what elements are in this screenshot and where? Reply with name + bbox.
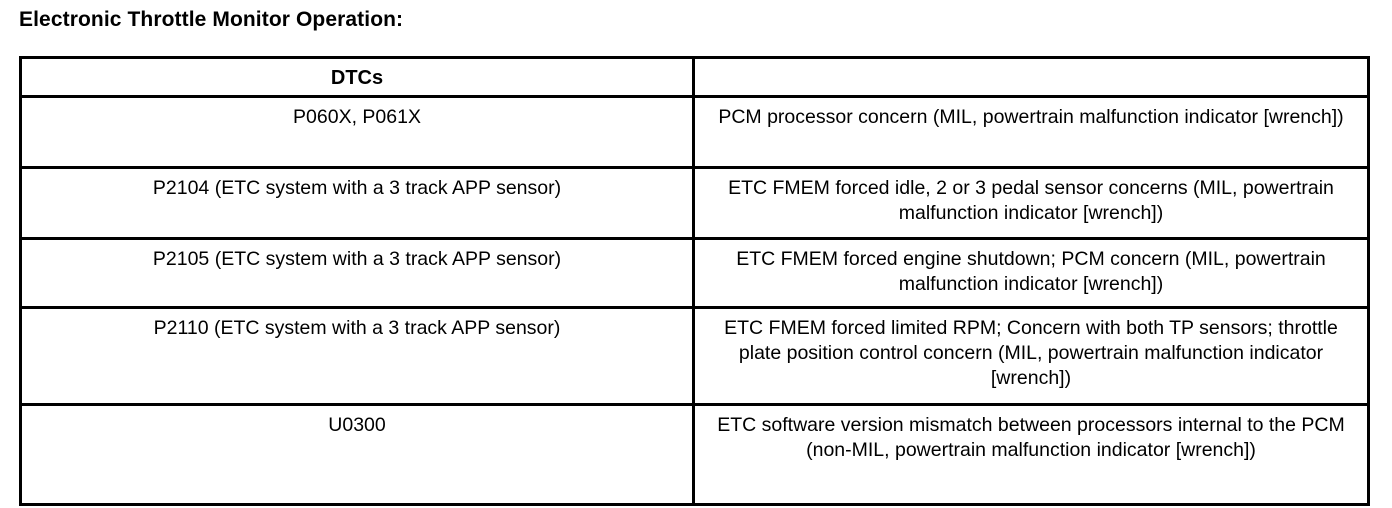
table-cell-description: ETC FMEM forced engine shutdown; PCM con… [692,237,1370,309]
dtc-description-value: ETC software version mismatch between pr… [717,414,1345,461]
dtc-code-value: P2110 (ETC system with a 3 track APP sen… [153,317,561,339]
column-header-dtcs: DTCs [330,67,384,89]
dtc-description-value: PCM processor concern (MIL, powertrain m… [718,106,1344,128]
table-cell-description: ETC FMEM forced idle, 2 or 3 pedal senso… [692,166,1370,240]
dtc-code-value: P2104 (ETC system with a 3 track APP sen… [152,177,562,199]
page-title: Electronic Throttle Monitor Operation: [19,8,404,31]
table-cell-description: ETC software version mismatch between pr… [692,403,1370,506]
table-cell-dtcs: P2110 (ETC system with a 3 track APP sen… [19,306,695,406]
dtc-code-value: P2105 (ETC system with a 3 track APP sen… [152,248,562,270]
table-row: P2110 (ETC system with a 3 track APP sen… [19,306,1370,406]
table-cell-dtcs: P2105 (ETC system with a 3 track APP sen… [19,237,695,309]
table-header-cell-dtcs: DTCs [19,56,695,98]
table-row: P060X, P061X PCM processor concern (MIL,… [19,95,1370,169]
table-cell-description: ETC FMEM forced limited RPM; Concern wit… [692,306,1370,406]
dtc-table: DTCs P060X, P061X PCM processor concern … [19,56,1370,506]
table-row: U0300 ETC software version mismatch betw… [19,403,1370,506]
table-cell-description: PCM processor concern (MIL, powertrain m… [692,95,1370,169]
table-header-cell-description [692,56,1370,98]
table-cell-dtcs: P060X, P061X [19,95,695,169]
table-cell-dtcs: P2104 (ETC system with a 3 track APP sen… [19,166,695,240]
table-cell-dtcs: U0300 [19,403,695,506]
table-row: P2104 (ETC system with a 3 track APP sen… [19,166,1370,240]
table-row: P2105 (ETC system with a 3 track APP sen… [19,237,1370,309]
dtc-description-value: ETC FMEM forced engine shutdown; PCM con… [736,248,1326,295]
column-header-description [695,59,1367,91]
dtc-code-value: U0300 [328,414,386,436]
dtc-description-value: ETC FMEM forced limited RPM; Concern wit… [724,317,1338,389]
table-header-row: DTCs [19,56,1370,98]
dtc-code-value: P060X, P061X [293,106,421,128]
dtc-description-value: ETC FMEM forced idle, 2 or 3 pedal senso… [728,177,1334,224]
